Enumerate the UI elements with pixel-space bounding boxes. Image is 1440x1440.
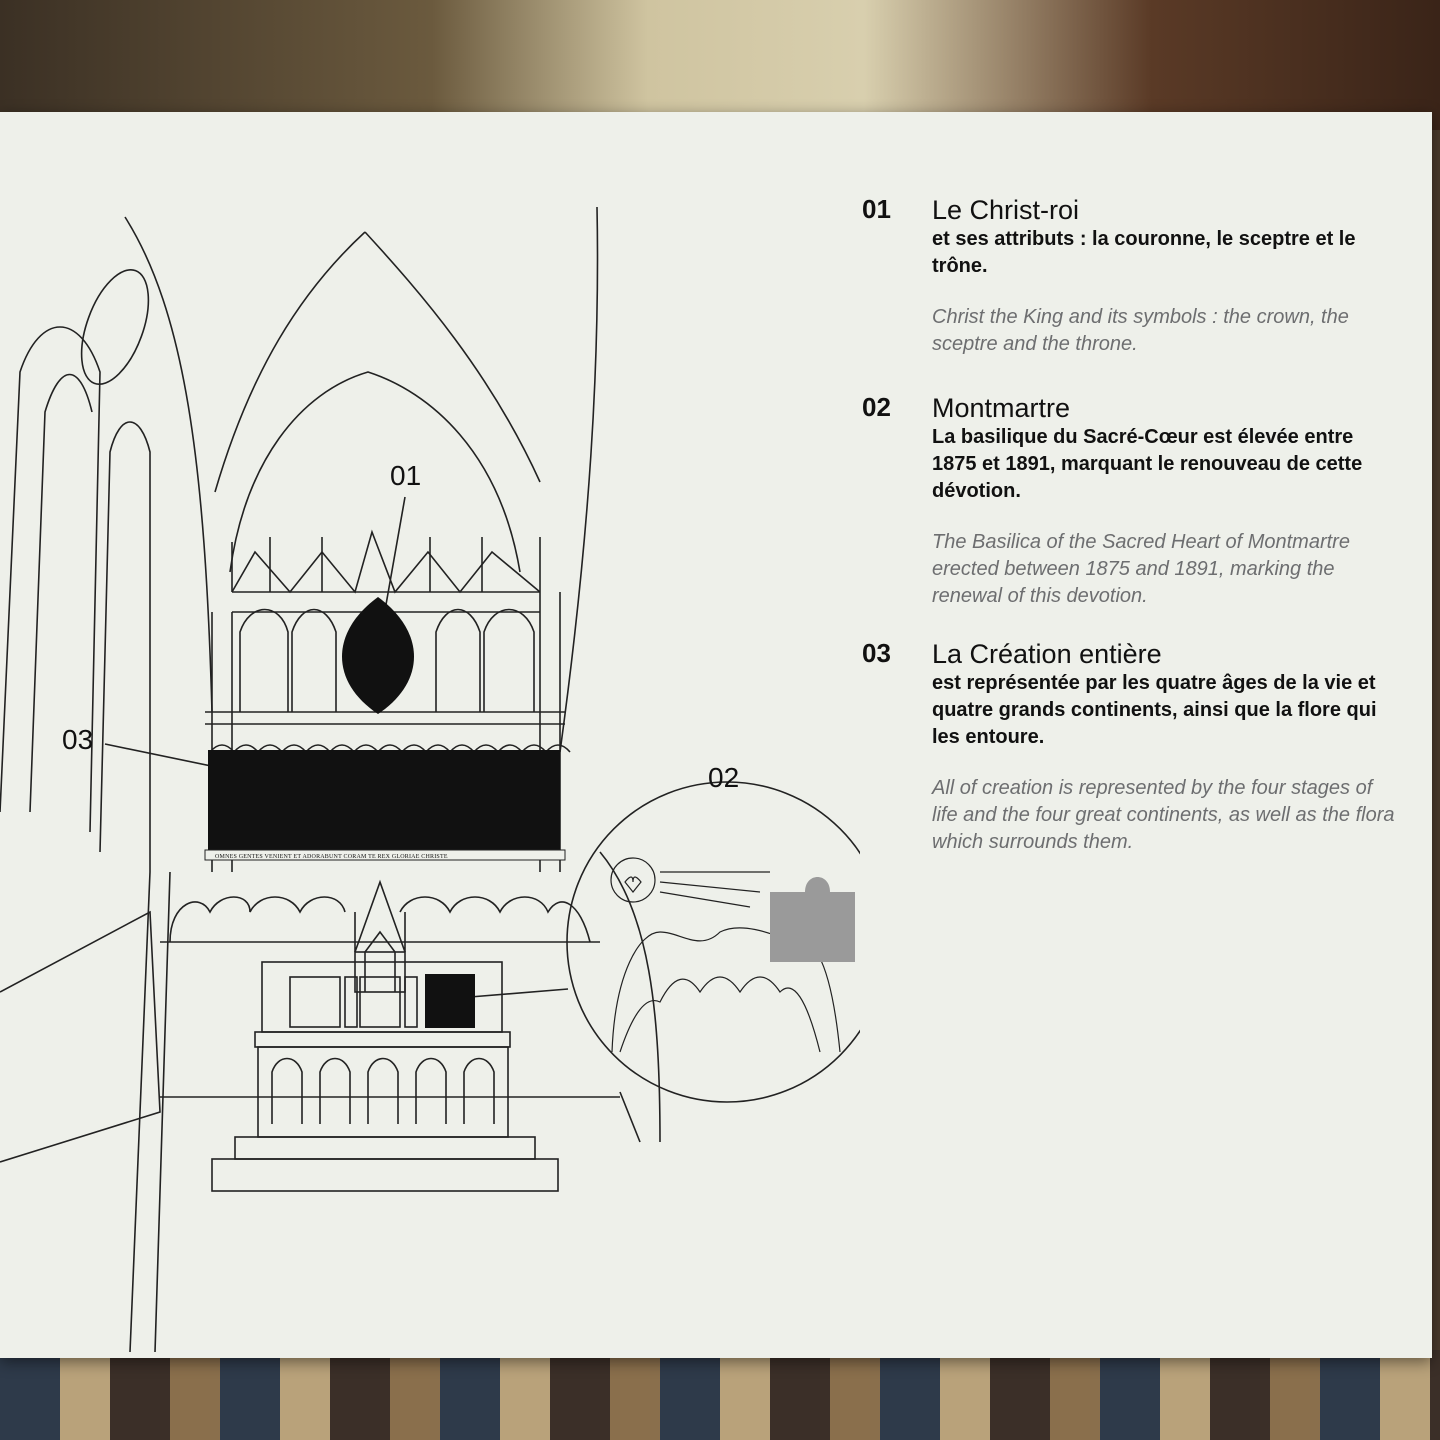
sacred-heart-icon bbox=[610, 857, 656, 903]
entry-french: et ses attributs : la couronne, le scept… bbox=[932, 228, 1356, 277]
entry-02: 02 Montmartre La basilique du Sacré-Cœur… bbox=[862, 392, 1402, 612]
callout-01: 01 bbox=[390, 460, 422, 491]
info-panel: 01 02 03 OMNES GENTES VENIENT ET ADORABU… bbox=[0, 112, 1432, 1358]
entry-english: All of creation is represented by the fo… bbox=[932, 777, 1395, 853]
entry-03: 03 La Création entière est représentée p… bbox=[862, 638, 1402, 858]
medallion-circle bbox=[566, 781, 860, 1103]
entry-title: La Création entière bbox=[932, 639, 1162, 669]
background-mosaic-floor bbox=[0, 1350, 1440, 1440]
entry-title: Le Christ-roi bbox=[932, 195, 1080, 225]
entry-french: La basilique du Sacré-Cœur est élevée en… bbox=[932, 426, 1363, 502]
entry-french: est représentée par les quatre âges de l… bbox=[932, 672, 1377, 748]
mandorla-fill bbox=[342, 597, 414, 714]
entry-title: Montmartre bbox=[932, 393, 1071, 423]
entry-number: 02 bbox=[862, 392, 891, 422]
entry-english: Christ the King and its symbols : the cr… bbox=[932, 306, 1349, 355]
callout-03: 03 bbox=[62, 724, 94, 755]
entry-01: 01 Le Christ-roi et ses attributs : la c… bbox=[862, 194, 1402, 394]
callout-02: 02 bbox=[708, 762, 740, 793]
inscription-text: OMNES GENTES VENIENT ET ADORABUNT CORAM … bbox=[215, 854, 448, 860]
entry-number: 01 bbox=[862, 194, 891, 224]
panel-03-fill bbox=[208, 750, 560, 850]
chapel-drawing bbox=[0, 206, 860, 1353]
entry-english: The Basilica of the Sacred Heart of Mont… bbox=[932, 531, 1350, 607]
background-wall bbox=[0, 0, 1440, 130]
entry-number: 03 bbox=[862, 638, 891, 668]
panel-02-fill bbox=[425, 974, 475, 1028]
outer-arch bbox=[124, 216, 213, 713]
basilica-silhouette bbox=[770, 892, 855, 962]
